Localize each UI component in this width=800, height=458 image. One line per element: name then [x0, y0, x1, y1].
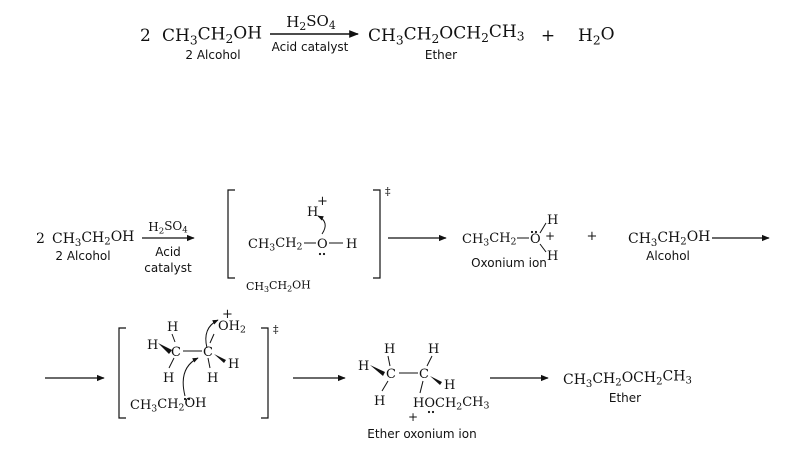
- ts2-curved-arrow-attack: [182, 357, 199, 397]
- prod-c2-h-bond-up: [426, 355, 433, 367]
- ts1-oxygen: O: [317, 237, 328, 252]
- prod-wedge-bond: [370, 365, 385, 376]
- ts2-h-bottom: H: [163, 371, 174, 386]
- ts1-lone-pair-dot: [322, 252, 326, 256]
- ts1-proton: H: [307, 205, 318, 220]
- overall-alcohol-formula: CH3​CH2​OH: [162, 23, 262, 47]
- ts2-lone-pair-dot: [183, 397, 187, 401]
- ts2-c2-h-bond-down: [207, 357, 211, 369]
- ts1-proton-charge: +: [317, 194, 328, 209]
- ts2-curved-arrow-leaving: [205, 319, 219, 349]
- oxonium-ethyl: CH3​CH2​: [462, 231, 517, 249]
- ts1-hydrogen: H: [346, 237, 357, 252]
- oxonium-h-bottom: H: [547, 249, 558, 264]
- overall-ether-formula: CH3​CH2​OCH2​CH3​: [368, 22, 525, 47]
- oxonium-o-h-bond-top: [539, 222, 547, 234]
- prod-charge: +: [408, 410, 418, 424]
- overall-plus: +: [541, 26, 555, 46]
- ts2-wedge-bond: [158, 343, 172, 354]
- ts1-alcohol: CH3​CH2​OH: [246, 278, 311, 294]
- ts2-h-c2-bottom: H: [207, 371, 218, 386]
- ts1-lone-pair-dot: [318, 252, 322, 256]
- oxonium-lone-pair-dot: [534, 230, 538, 234]
- prod-h-bottom-left: H: [374, 394, 385, 409]
- step1-reagent: H2​SO4​: [148, 219, 188, 236]
- oxonium-lone-pair-dot: [530, 230, 534, 234]
- step1-alcohol-label: 2 Alcohol: [55, 249, 110, 263]
- ts1-right-bracket: [373, 189, 381, 279]
- ts1-left-bracket: [227, 189, 235, 279]
- ts2-right-bracket: [261, 327, 269, 419]
- ts1-dagger: ‡: [385, 185, 391, 198]
- prod-lone-pair-dot: [431, 410, 435, 414]
- overall-catalyst-label: Acid catalyst: [272, 40, 349, 54]
- ts2-left-bracket: [118, 327, 126, 419]
- ts2-c1-h-bond: [171, 333, 176, 343]
- prod-c1: C: [386, 367, 396, 382]
- ts2-charge: +: [222, 307, 233, 322]
- ts2-h-left: H: [147, 338, 158, 353]
- step1-catalyst-line2: catalyst: [144, 261, 192, 275]
- ts2-lone-pair-dot: [187, 397, 191, 401]
- ts2-c2-o-bond: [209, 333, 215, 344]
- prod-label: Ether oxonium ion: [367, 427, 476, 441]
- overall-water: H2​O: [578, 25, 615, 48]
- ts2-nucleophile: CH3​CH2​OH: [130, 396, 207, 415]
- oxonium-label: Oxonium ion: [471, 256, 547, 270]
- overall-reagent: H2​SO4​: [286, 12, 336, 33]
- prod-wedge-bond-2: [430, 376, 442, 385]
- mechanism-step1: 2 CH3​CH2​OH 2 Alcohol H2​SO4​ Acid cata…: [36, 185, 770, 294]
- oxonium-h-top: H: [547, 213, 558, 228]
- prod-h-left: H: [358, 359, 369, 374]
- overall-ether-label: Ether: [425, 48, 457, 62]
- prod-h-right: H: [444, 378, 455, 393]
- overall-alcohol-label: 2 Alcohol: [185, 48, 240, 62]
- prod-lone-pair-dot: [427, 410, 431, 414]
- mechanism-step2: ‡ H H C H + OH2​ C H H CH3​CH2​OH H H C …: [45, 307, 692, 441]
- ts2-c1: C: [171, 345, 181, 360]
- step1-alcohol-formula: CH3​CH2​OH: [52, 229, 134, 249]
- ts2-leaving-group: OH2​: [218, 319, 246, 336]
- prod-c1-h-bond-down: [381, 380, 389, 392]
- final-ether-label: Ether: [609, 391, 641, 405]
- ts2-wedge-bond-2: [214, 354, 226, 363]
- prod-h-top-right: H: [428, 342, 439, 357]
- ts1-curved-arrow: [317, 215, 326, 235]
- ts1-ethyl: CH3​CH2​: [248, 236, 303, 254]
- oxonium-o-h-bond-bottom: [539, 243, 547, 253]
- step1-alcohol2-formula: CH3​CH2​OH: [628, 229, 710, 249]
- ts2-dagger: ‡: [273, 323, 279, 336]
- step1-catalyst-line1: Acid: [155, 245, 181, 259]
- step1-plus: +: [587, 229, 598, 244]
- oxonium-oxygen: O: [530, 232, 541, 247]
- step1-alcohol2-label: Alcohol: [646, 249, 690, 263]
- step1-coefficient: 2: [36, 231, 45, 247]
- prod-c1-h-bond-up: [387, 355, 391, 367]
- overall-coefficient: 2: [140, 26, 151, 46]
- ts2-h-c2-right: H: [228, 357, 239, 372]
- overall-equation: 2 CH3​CH2​OH 2 Alcohol H2​SO4​ Acid cata…: [140, 12, 615, 62]
- prod-c2: C: [419, 367, 429, 382]
- prod-c-o-bond: [419, 380, 424, 394]
- prod-ethoxy-group: HOCH2​CH3​: [413, 395, 490, 413]
- final-ether-formula: CH3​CH2​OCH2​CH3​: [563, 369, 692, 390]
- oxonium-charge: +: [545, 229, 555, 243]
- prod-h-top-left: H: [384, 342, 395, 357]
- ts2-c2: C: [203, 345, 213, 360]
- ts2-c1-h-bond-down: [168, 357, 175, 369]
- ts2-h-top: H: [167, 320, 178, 335]
